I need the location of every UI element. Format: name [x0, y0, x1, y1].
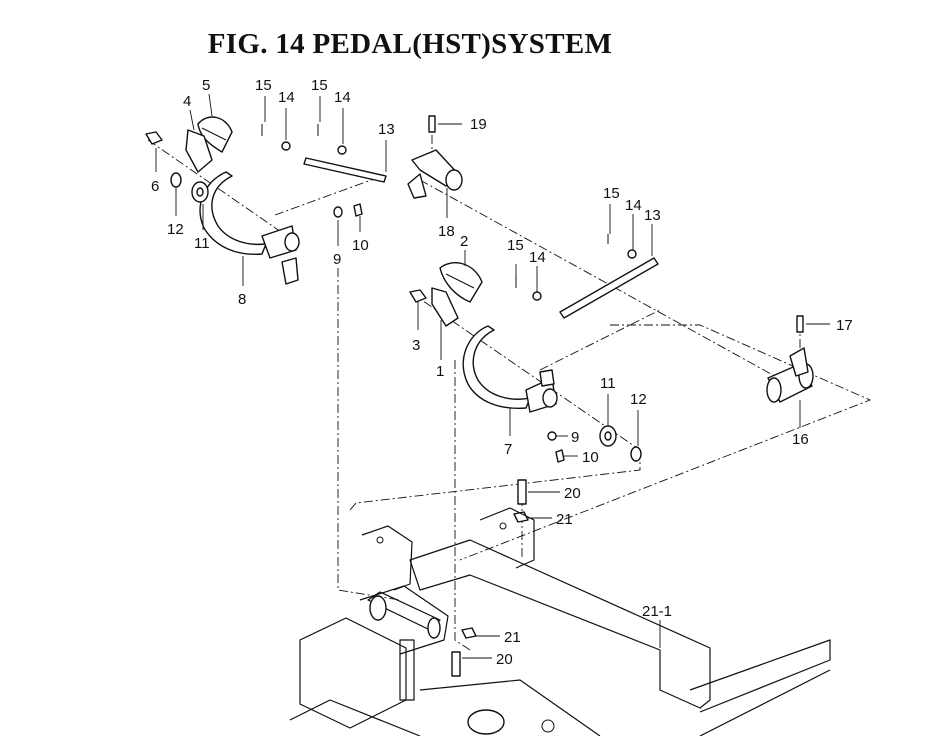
- bolt-20a: [517, 479, 527, 505]
- callout-5: 5: [202, 77, 210, 94]
- pedal-bracket-4: [185, 129, 213, 173]
- pin-19: [428, 115, 436, 133]
- callout-15: 15: [311, 77, 328, 94]
- rod-13b: [559, 257, 659, 319]
- callout-2: 2: [460, 233, 468, 250]
- washer-14d: [627, 249, 637, 259]
- shaft-16: [766, 347, 814, 403]
- callout-21: 21: [504, 629, 521, 646]
- washer-9a: [333, 206, 343, 218]
- pin-17: [796, 315, 804, 333]
- arm-18: [407, 149, 463, 199]
- callout-11: 11: [194, 235, 210, 252]
- washer-14c: [532, 291, 542, 301]
- snap-ring-12a: [170, 172, 182, 188]
- bolt-20b: [451, 651, 461, 677]
- callout-10: 10: [582, 449, 599, 466]
- callout-14: 14: [334, 89, 351, 106]
- washer-11a: [191, 181, 209, 203]
- figure-title: FIG. 14 PEDAL(HST)SYSTEM: [207, 28, 613, 60]
- washer-14a: [281, 141, 291, 151]
- assembly-axes: [147, 118, 872, 651]
- nut-21b: [461, 627, 477, 639]
- callout-labels: 5 4 6 12 11 8 15 14 15 14 13 19 9 10 18 …: [151, 77, 853, 668]
- callout-21: 21: [556, 511, 573, 528]
- callout-15: 15: [603, 185, 620, 202]
- callout-9: 9: [333, 251, 341, 268]
- callout-13: 13: [378, 121, 395, 138]
- callout-7: 7: [504, 441, 512, 458]
- washer-14b: [337, 145, 347, 155]
- callout-9: 9: [571, 429, 579, 446]
- callout-16: 16: [792, 431, 809, 448]
- callout-10: 10: [352, 237, 369, 254]
- chassis: [289, 585, 831, 736]
- callout-20: 20: [564, 485, 581, 502]
- callout-18: 18: [438, 223, 455, 240]
- pedal-pad-2: [439, 262, 483, 303]
- bolt-6: [145, 131, 163, 145]
- callout-20: 20: [496, 651, 513, 668]
- callout-11: 11: [600, 375, 616, 392]
- callout-12: 12: [630, 391, 647, 408]
- washer-9b: [547, 431, 557, 441]
- bolt-3: [409, 289, 427, 303]
- callout-15: 15: [255, 77, 272, 94]
- callout-13: 13: [644, 207, 661, 224]
- callout-12: 12: [167, 221, 184, 238]
- callout-4: 4: [183, 93, 191, 110]
- callout-6: 6: [151, 178, 159, 195]
- callout-17: 17: [836, 317, 853, 334]
- pin-10b: [555, 449, 565, 463]
- callout-14: 14: [278, 89, 295, 106]
- callout-19: 19: [470, 116, 487, 133]
- callout-8: 8: [238, 291, 246, 308]
- callout-14: 14: [529, 249, 546, 266]
- pedal-arm-8: [199, 171, 300, 285]
- washer-11b: [599, 425, 617, 447]
- pedal-bracket-1: [431, 287, 459, 327]
- rod-13a: [303, 157, 387, 183]
- pin-10a: [353, 203, 363, 217]
- callout-1: 1: [436, 363, 444, 380]
- snap-ring-12b: [630, 446, 642, 462]
- pedal-arm-7: [462, 325, 558, 413]
- callout-21-1: 21-1: [642, 603, 672, 620]
- frame-21-1: [361, 507, 831, 713]
- leader-lines: [155, 93, 830, 659]
- callout-3: 3: [412, 337, 420, 354]
- callout-15: 15: [507, 237, 524, 254]
- callout-14: 14: [625, 197, 642, 214]
